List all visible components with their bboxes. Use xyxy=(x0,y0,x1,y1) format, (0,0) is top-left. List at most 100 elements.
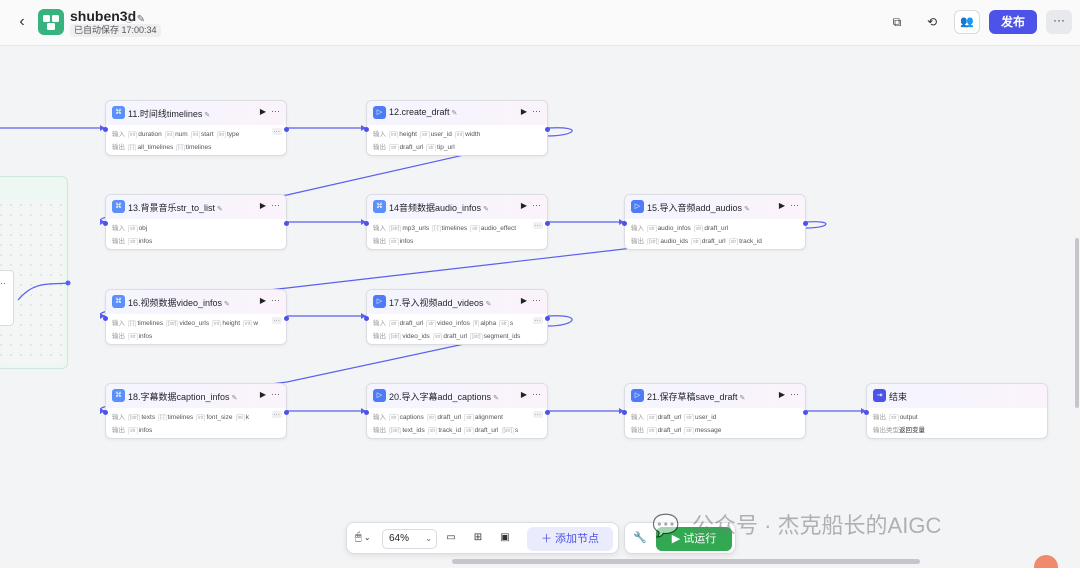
workflow-node[interactable]: ⌘18.字幕数据caption_infos✎▶···输入[str]texts[-… xyxy=(103,383,289,439)
workflow-node[interactable]: ⌘16.视频数据video_infos✎▶···输入[-]timelines[s… xyxy=(103,289,289,345)
run-node-button[interactable]: ▶ xyxy=(521,296,527,305)
output-port[interactable] xyxy=(545,221,550,226)
output-port[interactable] xyxy=(545,127,550,132)
node-more-button[interactable]: ··· xyxy=(532,389,541,399)
input-port[interactable] xyxy=(364,316,369,321)
comment-button[interactable]: ▭ xyxy=(443,530,459,546)
users-icon: 👥 xyxy=(960,16,974,28)
edit-icon[interactable]: ✎ xyxy=(493,395,499,402)
input-label: 输出 xyxy=(873,414,886,421)
output-port[interactable] xyxy=(284,316,289,321)
node-more-button[interactable]: ··· xyxy=(532,295,541,305)
edit-icon[interactable]: ✎ xyxy=(224,301,230,308)
edit-icon[interactable]: ✎ xyxy=(485,301,492,308)
edit-icon[interactable]: ✎ xyxy=(217,206,223,213)
edit-icon[interactable]: ✎ xyxy=(231,395,238,402)
input-port[interactable] xyxy=(103,316,108,321)
overflow-indicator[interactable]: ··· xyxy=(532,222,543,229)
run-node-button[interactable]: ▶ xyxy=(260,107,266,116)
overflow-indicator[interactable]: ··· xyxy=(271,128,282,135)
input-port[interactable] xyxy=(364,127,369,132)
edit-icon[interactable]: ✎ xyxy=(744,206,750,213)
node-more-button[interactable]: ··· xyxy=(532,106,541,116)
input-port[interactable] xyxy=(622,221,627,226)
layout-button[interactable]: ⊞ xyxy=(470,530,486,546)
input-port[interactable] xyxy=(103,221,108,226)
history-button[interactable]: ⟲ xyxy=(921,11,943,33)
edit-icon[interactable]: ✎ xyxy=(739,395,746,402)
output-port[interactable] xyxy=(284,221,289,226)
loop-inner-node[interactable]: ·· xyxy=(0,270,14,326)
output-port[interactable] xyxy=(545,410,550,415)
output-port[interactable] xyxy=(284,127,289,132)
tools-button[interactable]: 🔧 xyxy=(633,531,647,544)
copy-button[interactable]: ⧉ xyxy=(886,11,908,33)
run-node-button[interactable]: ▶ xyxy=(521,201,527,210)
run-node-button[interactable]: ▶ xyxy=(521,390,527,399)
more-icon: ··· xyxy=(532,106,541,116)
info-icon[interactable]: ⓘ xyxy=(124,14,134,25)
input-port[interactable] xyxy=(622,410,627,415)
input-port[interactable] xyxy=(103,410,108,415)
horizontal-scrollbar[interactable] xyxy=(452,559,920,564)
input-port[interactable] xyxy=(364,410,369,415)
interaction-mode-button[interactable]: 🖱 ⌄ xyxy=(355,531,371,544)
overflow-indicator[interactable]: ··· xyxy=(532,317,543,324)
collaborators-button[interactable]: 👥 xyxy=(954,10,980,34)
publish-button[interactable]: 发布 xyxy=(989,10,1037,34)
run-node-button[interactable]: ▶ xyxy=(260,390,266,399)
node-more-button[interactable]: ··· xyxy=(271,106,280,116)
output-port[interactable] xyxy=(803,410,808,415)
node-more-button[interactable]: ··· xyxy=(271,200,280,210)
input-port[interactable] xyxy=(864,410,869,415)
edit-icon[interactable]: ✎ xyxy=(136,14,146,25)
edit-icon[interactable]: ✎ xyxy=(483,206,489,213)
input-port[interactable] xyxy=(103,127,108,132)
node-more-button[interactable]: ··· xyxy=(532,200,541,210)
workflow-node[interactable]: ⌘14音频数据audio_infos✎▶···输入[str]mp3_urls[-… xyxy=(364,194,550,250)
run-node-button[interactable]: ▶ xyxy=(521,107,527,116)
run-node-button[interactable]: ▶ xyxy=(779,201,785,210)
chevron-down-icon: ⌄ xyxy=(361,533,371,542)
more-button[interactable]: ··· xyxy=(1046,10,1072,34)
node-header xyxy=(367,384,547,408)
overflow-indicator[interactable]: ··· xyxy=(271,317,282,324)
node-more-button[interactable]: ··· xyxy=(271,389,280,399)
vertical-scrollbar[interactable] xyxy=(1075,238,1079,408)
output-port[interactable] xyxy=(545,316,550,321)
minimap-button[interactable]: ▣ xyxy=(497,530,513,546)
avatar[interactable] xyxy=(1034,555,1058,568)
node-more-button[interactable]: ··· xyxy=(790,389,799,399)
zoom-select[interactable]: 64% ⌄ xyxy=(382,529,437,549)
test-run-button[interactable]: ▶ 试运行 xyxy=(656,527,732,551)
run-node-button[interactable]: ▶ xyxy=(260,296,266,305)
overflow-indicator[interactable]: ··· xyxy=(532,411,543,418)
node-more-button[interactable]: ··· xyxy=(790,200,799,210)
input-port[interactable] xyxy=(364,221,369,226)
plugin-icon: ▷ xyxy=(373,106,386,119)
edit-icon[interactable]: ✎ xyxy=(451,110,458,117)
node-more-button[interactable]: ··· xyxy=(271,295,280,305)
output-port[interactable] xyxy=(803,221,808,226)
run-node-button[interactable]: ▶ xyxy=(260,201,266,210)
run-node-button[interactable]: ▶ xyxy=(779,390,785,399)
overflow-indicator[interactable]: ··· xyxy=(271,411,282,418)
back-button[interactable]: ‹ xyxy=(12,12,32,32)
add-node-button[interactable]: ＋ 添加节点 xyxy=(527,527,613,551)
output-port[interactable] xyxy=(284,410,289,415)
input-label: 输入 xyxy=(631,414,644,421)
edit-icon[interactable]: ✎ xyxy=(204,112,211,119)
